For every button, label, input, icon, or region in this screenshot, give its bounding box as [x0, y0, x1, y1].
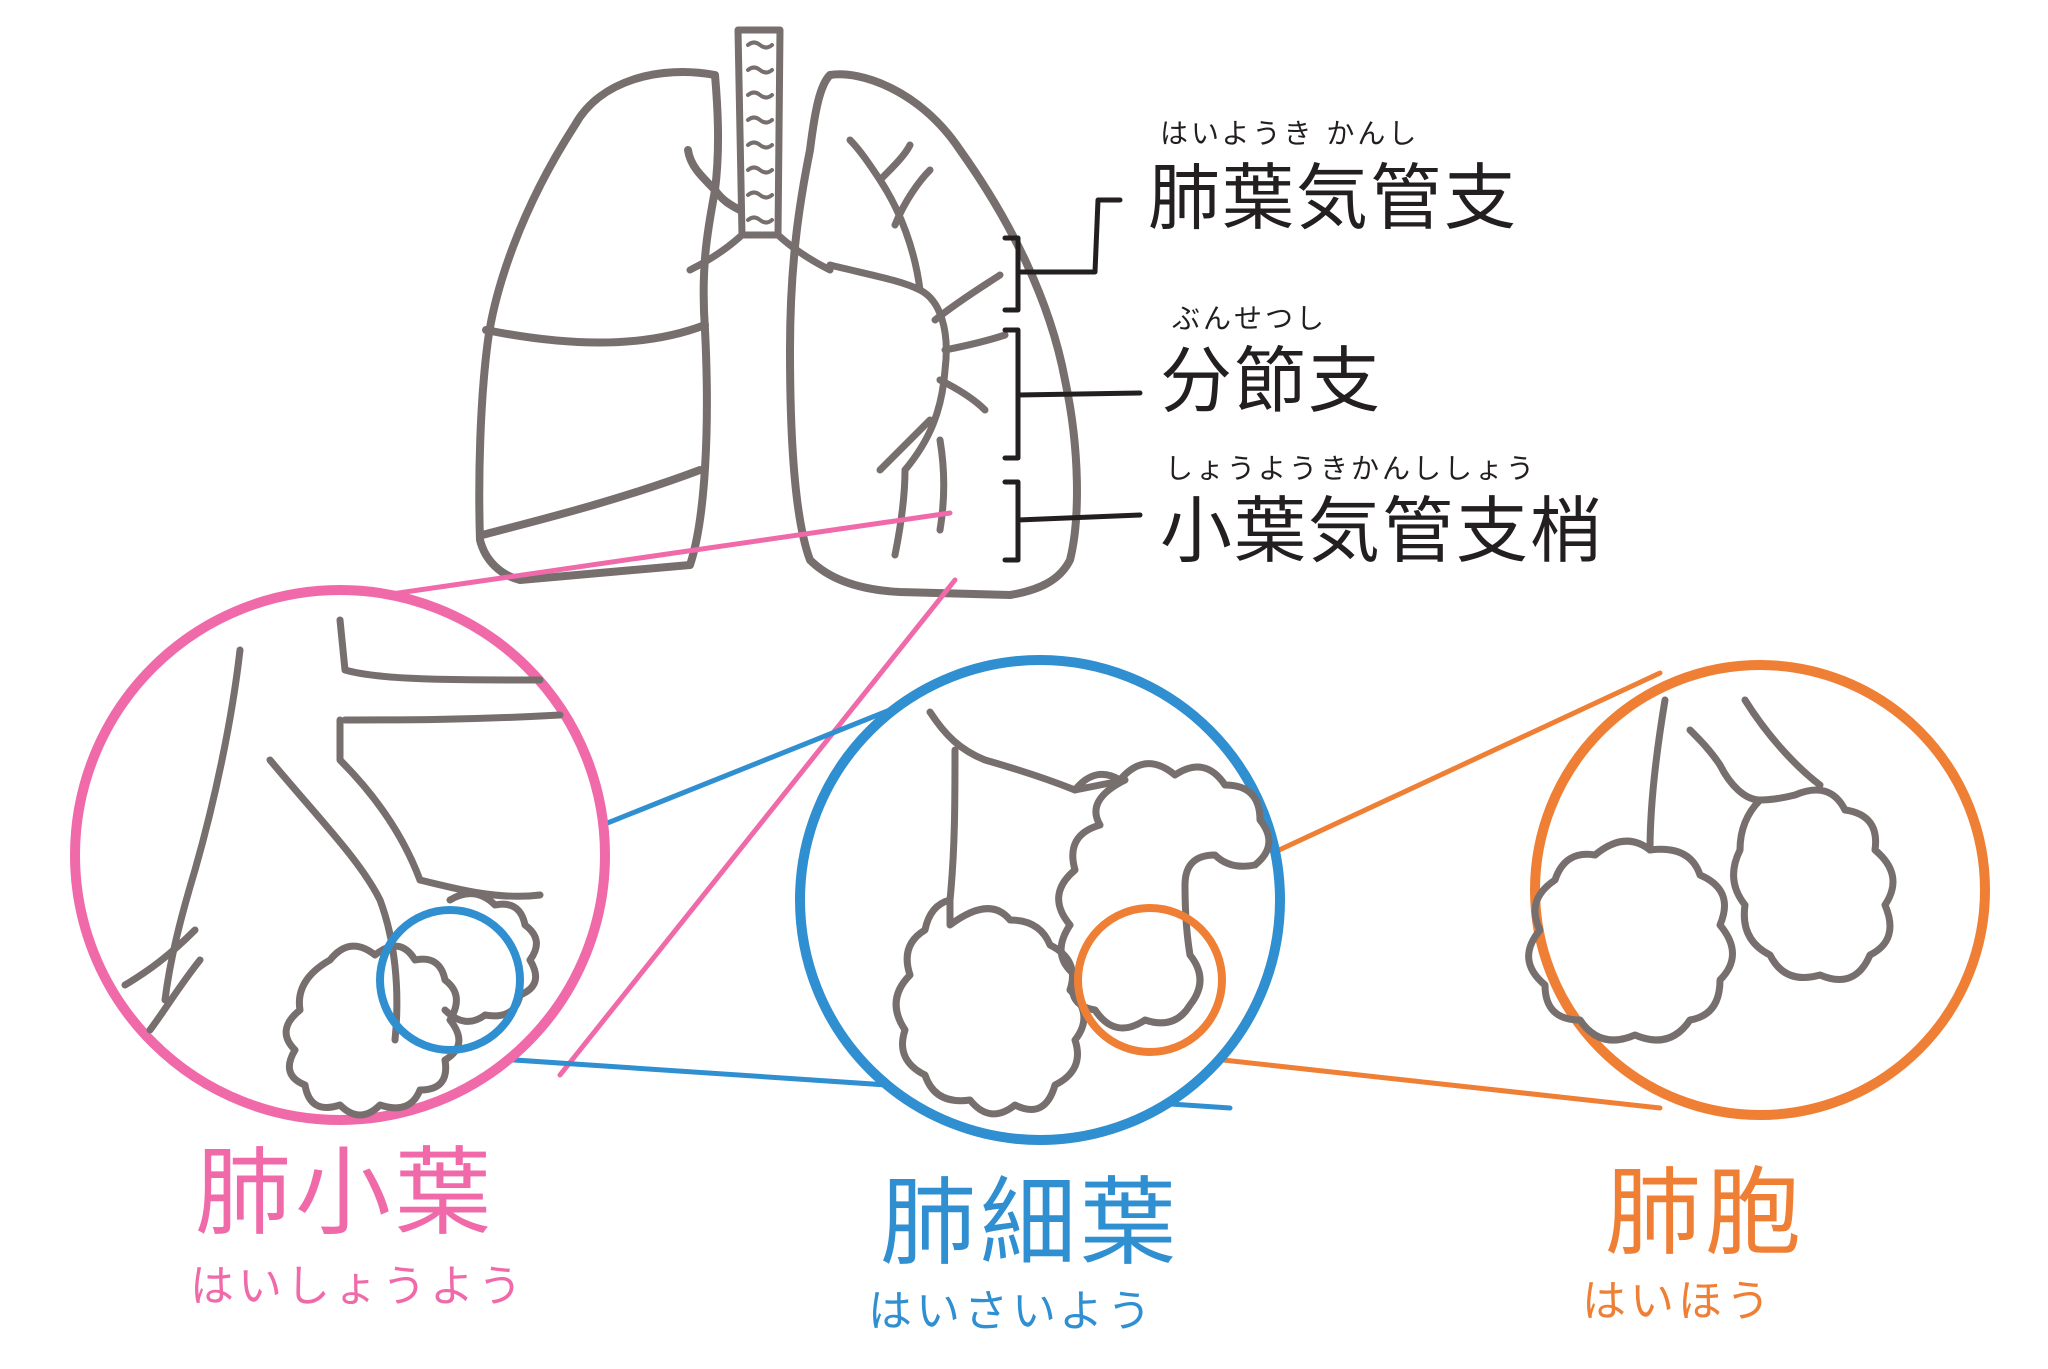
airway-ruby-segmental-bronchus: ぶんせつし [1172, 302, 1328, 335]
zoom-label-lobule: 肺小葉 [195, 1137, 495, 1249]
left-lung [786, 70, 1081, 599]
zoom-ruby-acinus: はいさいよう [868, 1286, 1156, 1337]
airway-ruby-lobar-bronchus: はいようき かんし [1160, 117, 1420, 150]
airway-ruby-lobular-bronchiole: しょうようきかんししょう [1165, 452, 1538, 485]
zoom-ruby-alveolus: はいほう [1582, 1276, 1774, 1327]
bronchial-tree [826, 136, 1009, 559]
zoom-label-acinus: 肺細葉 [880, 1167, 1180, 1279]
lobule-zoom-circle [70, 585, 610, 1125]
airway-label-segmental-bronchus: 分節支 [1160, 339, 1383, 423]
airway-brackets [1002, 197, 1143, 563]
trachea [686, 26, 834, 274]
acinus-zoom-circle [795, 655, 1285, 1145]
zoom-ruby-lobule: はいしょうよう [190, 1261, 526, 1312]
right-lung [475, 68, 744, 584]
airway-label-lobar-bronchus: 肺葉気管支 [1148, 156, 1519, 240]
zoom-label-alveolus: 肺胞 [1605, 1157, 1805, 1269]
alveolus-zoom-circle [1525, 660, 1990, 1120]
airway-label-lobular-bronchiole: 小葉気管支梢 [1160, 489, 1605, 573]
